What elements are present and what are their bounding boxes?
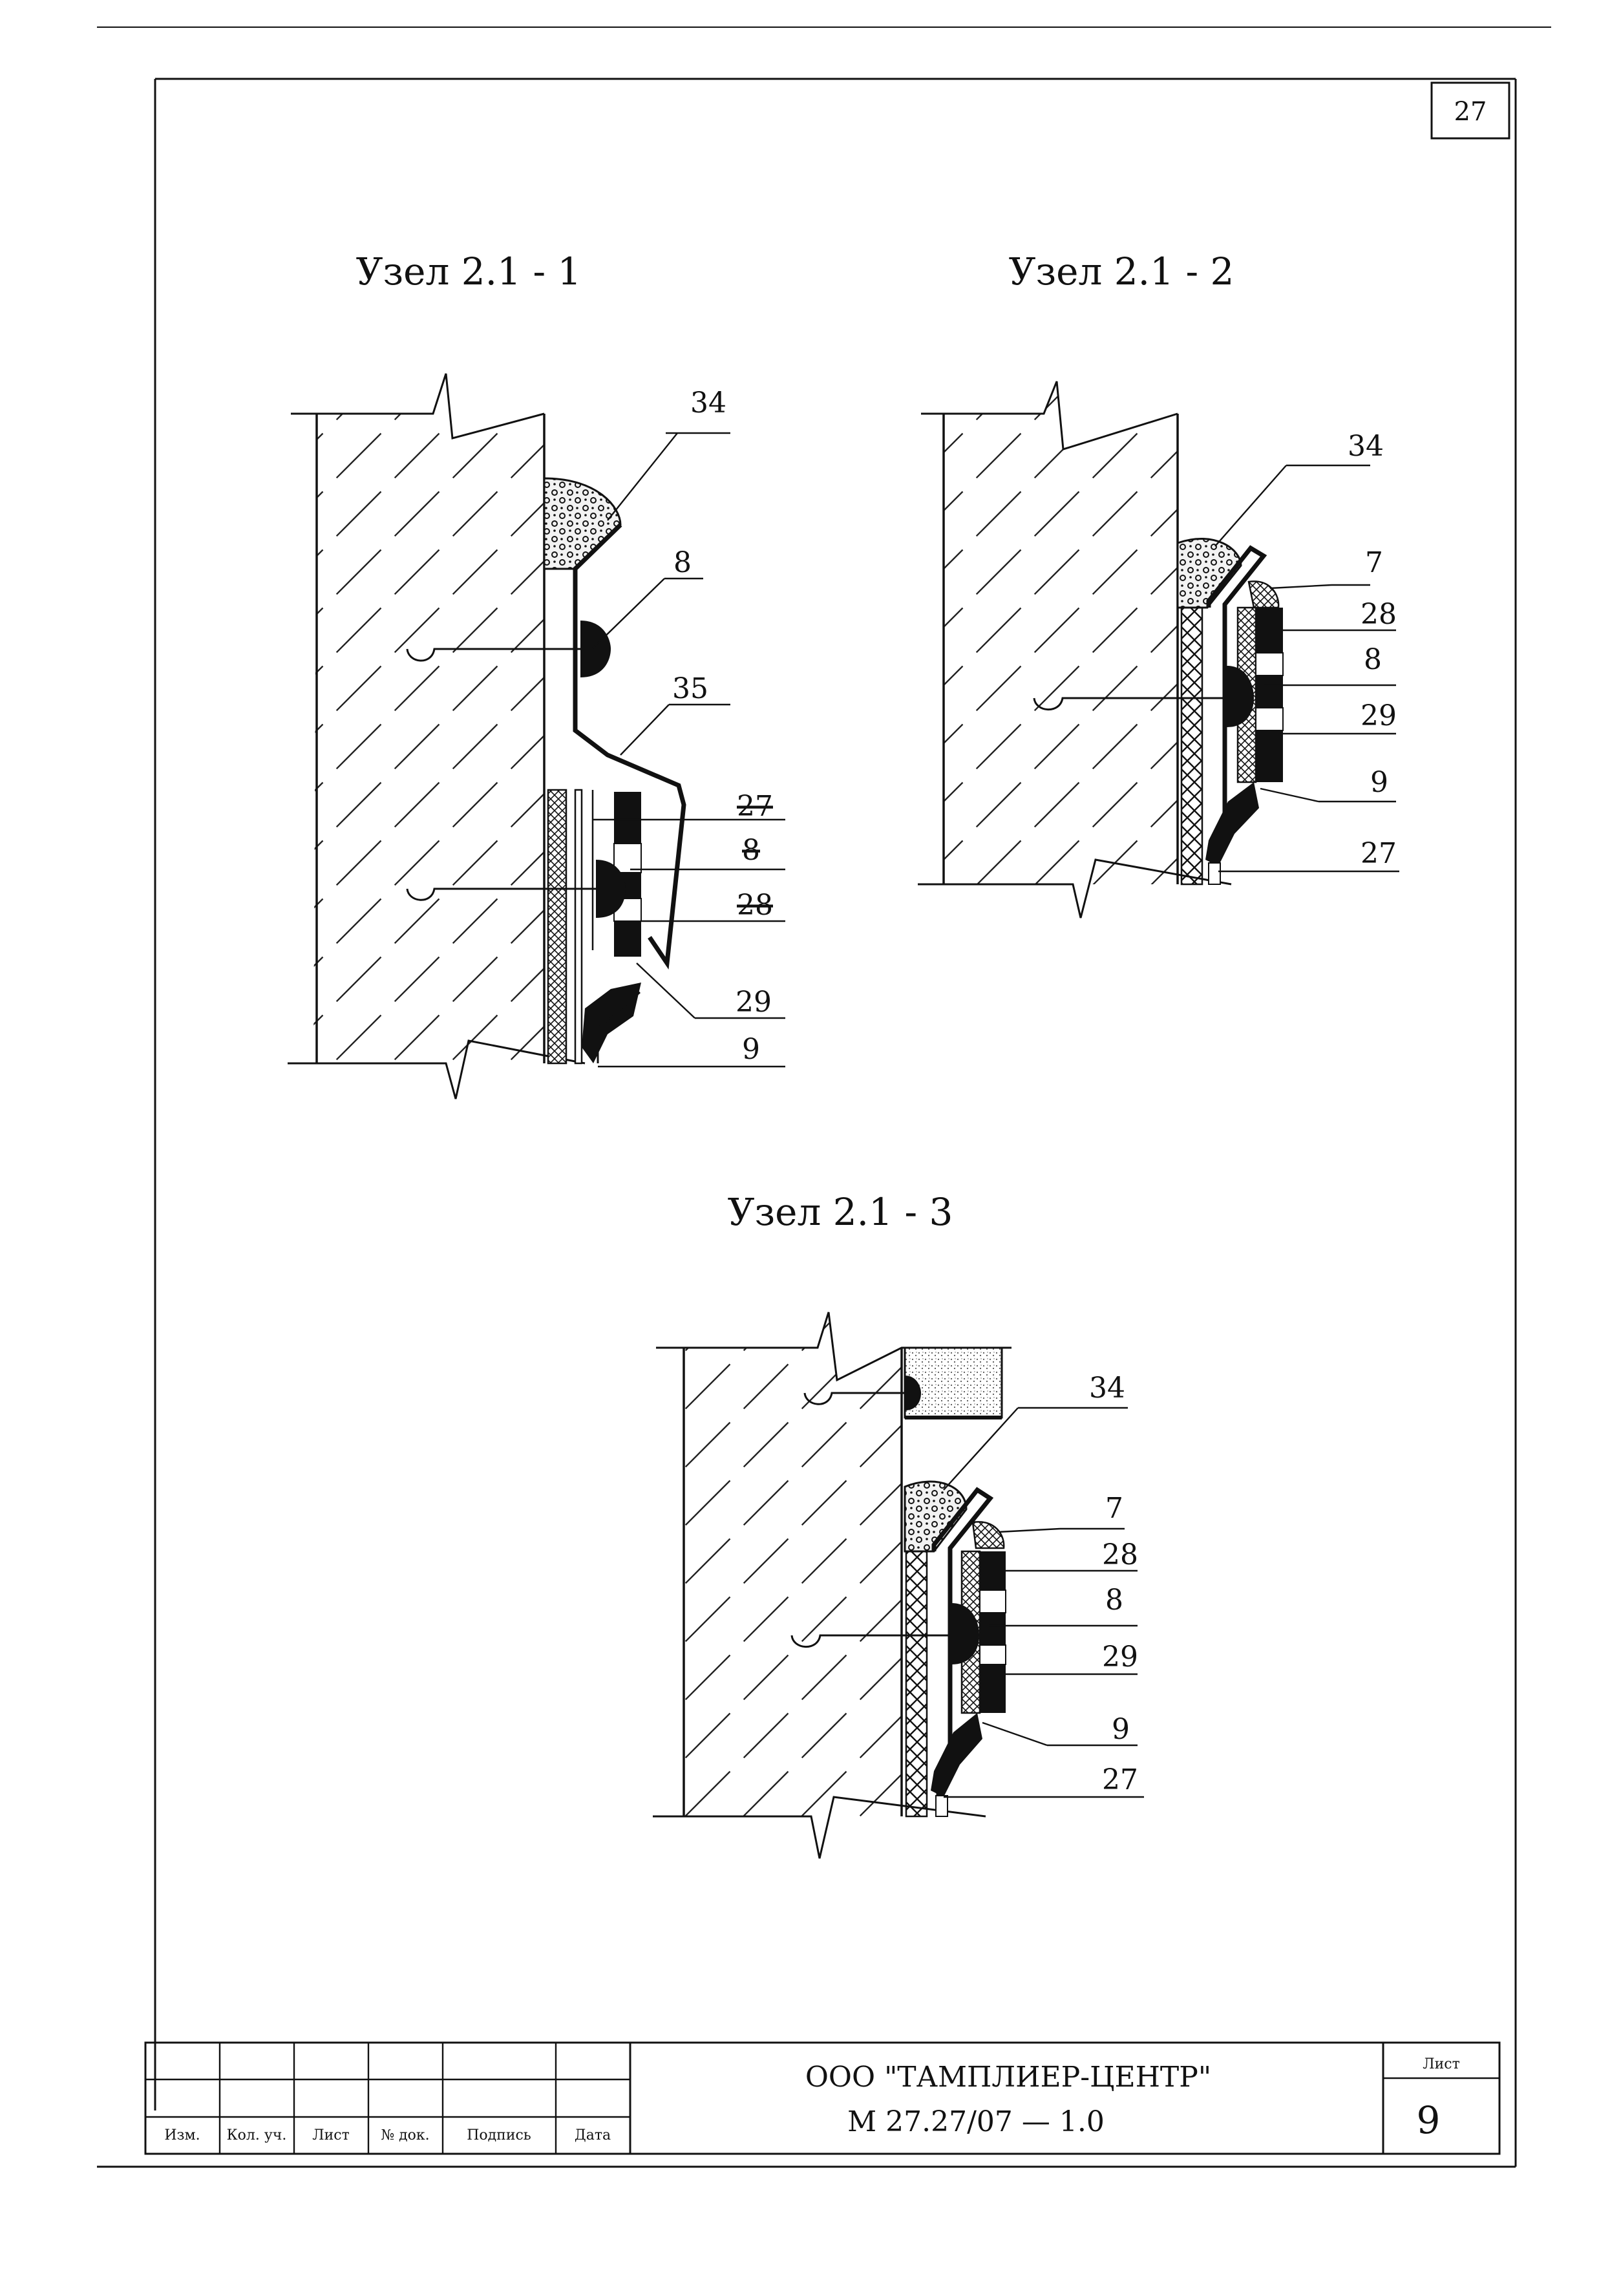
callout-8: 8 [1105, 1584, 1123, 1617]
callout-28: 28 [1102, 1538, 1138, 1571]
sheet-number: 9 [1417, 2098, 1441, 2142]
callout-34: 34 [1348, 430, 1384, 463]
col-kol-uch: Кол. уч. [227, 2127, 287, 2143]
callout-8: 8 [1364, 643, 1382, 676]
col-date: Дата [575, 2127, 611, 2143]
node-1-title: Узел 2.1 - 1 [356, 250, 582, 293]
callout-29: 29 [1102, 1641, 1138, 1674]
node-2-title: Узел 2.1 - 2 [1009, 250, 1234, 293]
callout-34: 34 [1089, 1372, 1125, 1405]
callout-28: 28 [1361, 598, 1397, 631]
col-izm: Изм. [164, 2127, 200, 2143]
callout-9: 9 [1370, 766, 1388, 799]
callout-9: 9 [742, 1033, 760, 1066]
callout-8: 8 [673, 546, 692, 579]
col-list: Лист [312, 2127, 350, 2143]
node-3: Узел 2.1 - 3 [653, 1190, 1144, 1859]
callout-29: 29 [1361, 699, 1397, 732]
callout-7: 7 [1105, 1492, 1123, 1525]
node-3-title: Узел 2.1 - 3 [728, 1190, 953, 1234]
callout-29: 29 [736, 986, 772, 1019]
col-doc-no: № док. [381, 2127, 429, 2143]
node-1: Узел 2.1 - 1 [288, 250, 785, 1100]
company-name: ООО "ТАМПЛИЕР-ЦЕНТР" [805, 2061, 1211, 2094]
callout-9: 9 [1112, 1713, 1130, 1746]
sheet-label: Лист [1423, 2056, 1460, 2072]
callout-27: 27 [1361, 837, 1397, 870]
callout-8b: 8 [742, 834, 760, 867]
callout-27: 27 [1102, 1763, 1138, 1796]
node-2: Узел 2.1 - 2 3 [918, 250, 1399, 919]
document-code: М 27.27/07 — 1.0 [847, 2105, 1105, 2138]
sheet-number-box: 27 [1430, 81, 1510, 140]
title-block: Изм. Кол. уч. Лист № док. Подпись Дата О… [144, 2041, 1501, 2155]
callout-34: 34 [690, 387, 726, 420]
callout-7: 7 [1365, 546, 1383, 579]
callout-27: 27 [737, 790, 773, 823]
col-signature: Подпись [467, 2127, 531, 2143]
sheet-corner-number: 27 [1454, 97, 1487, 127]
callout-28: 28 [737, 889, 773, 922]
sheet-frame [97, 27, 1551, 2168]
callout-35: 35 [672, 672, 708, 705]
